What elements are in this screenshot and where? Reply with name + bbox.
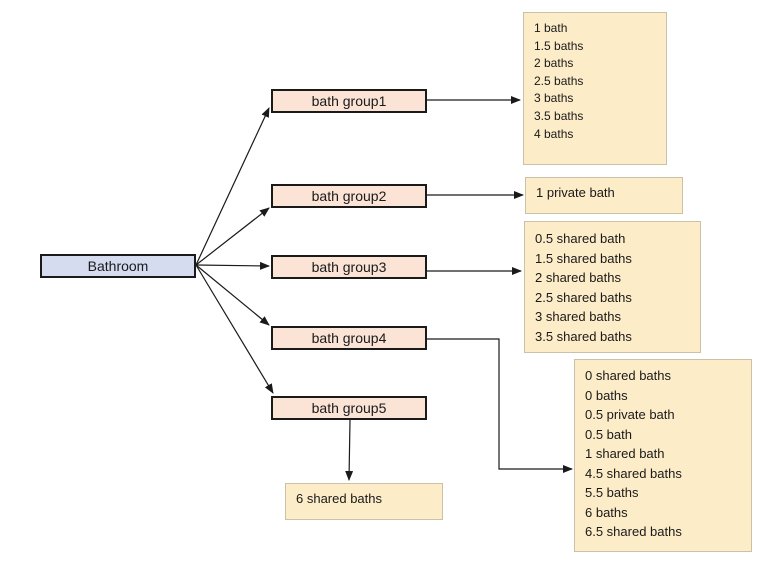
- list-item: 1.5 shared baths: [535, 250, 632, 266]
- value-list-group4: 0 shared baths 0 baths 0.5 private bath …: [574, 359, 752, 552]
- root-node-label: Bathroom: [87, 258, 149, 274]
- list-item: 0.5 shared bath: [535, 231, 626, 246]
- list-item: 3 baths: [534, 91, 574, 106]
- group-node-label: bath group5: [311, 400, 387, 416]
- arrow-root-to-group1: [195, 107, 270, 266]
- list-item: 4.5 shared baths: [585, 465, 682, 481]
- list-item: 1 private bath: [536, 185, 615, 200]
- group-node-4[interactable]: bath group4: [271, 326, 427, 350]
- group-node-label: bath group2: [311, 188, 387, 204]
- list-item: 1 bath: [534, 21, 568, 35]
- value-list-group3: 0.5 shared bath 1.5 shared baths 2 share…: [524, 221, 701, 353]
- list-item: 0 baths: [585, 387, 628, 403]
- group-node-5[interactable]: bath group5: [271, 396, 427, 420]
- list-item: 2 shared baths: [535, 270, 622, 286]
- arrow-group4-to-list4: [427, 338, 573, 473]
- group-node-3[interactable]: bath group3: [271, 255, 427, 279]
- list-item: 2 baths: [534, 56, 574, 71]
- list-item: 2.5 baths: [534, 73, 584, 88]
- list-item: 1 shared bath: [585, 446, 665, 461]
- list-item: 0.5 bath: [585, 426, 632, 442]
- arrow-root-to-group2: [195, 207, 270, 266]
- list-item: 6 baths: [585, 504, 628, 520]
- group-node-label: bath group4: [311, 330, 387, 346]
- arrow-root-to-group3: [195, 261, 270, 270]
- list-item: 6.5 shared baths: [585, 524, 682, 539]
- list-item: 6 shared baths: [296, 491, 383, 506]
- list-item: 3 shared baths: [535, 309, 622, 325]
- value-list-group5: 6 shared baths: [285, 483, 443, 520]
- list-item: 1.5 baths: [534, 38, 584, 53]
- list-item: 2.5 shared baths: [535, 289, 632, 305]
- list-item: 4 baths: [534, 126, 574, 141]
- root-node-bathroom[interactable]: Bathroom: [40, 254, 196, 278]
- list-item: 0.5 private bath: [585, 407, 675, 422]
- group-node-2[interactable]: bath group2: [271, 184, 427, 208]
- arrow-root-to-group4: [195, 264, 270, 326]
- group-node-label: bath group3: [311, 259, 387, 275]
- arrow-root-to-group5: [195, 264, 274, 394]
- arrow-group5-to-list5: [345, 419, 354, 481]
- group-node-label: bath group1: [311, 93, 387, 109]
- list-item: 5.5 baths: [585, 485, 639, 500]
- list-item: 0 shared baths: [585, 368, 672, 383]
- group-node-1[interactable]: bath group1: [271, 89, 427, 113]
- list-item: 3.5 shared baths: [535, 328, 632, 344]
- value-list-group2: 1 private bath: [525, 177, 683, 214]
- list-item: 3.5 baths: [534, 108, 584, 123]
- value-list-group1: 1 bath 1.5 baths 2 baths 2.5 baths 3 bat…: [523, 12, 667, 165]
